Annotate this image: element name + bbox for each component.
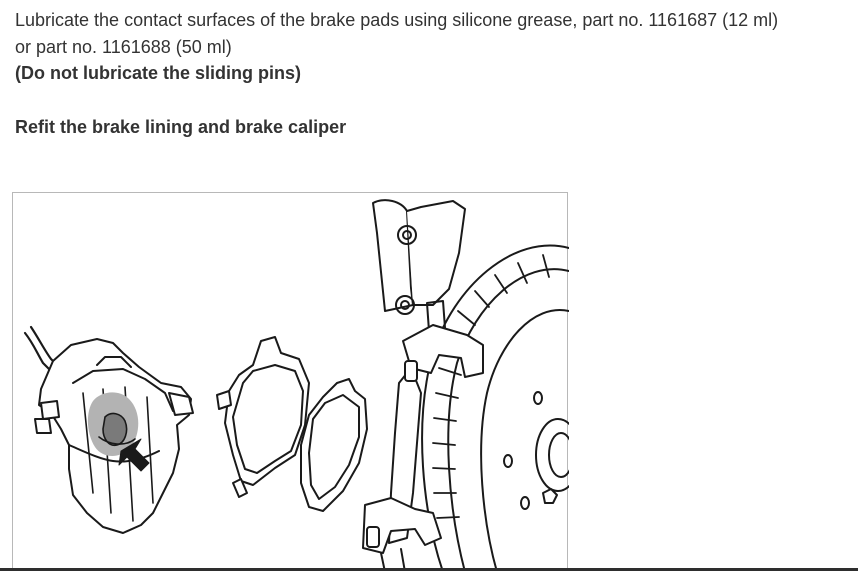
instruction-line-1: Lubricate the contact surfaces of the br… xyxy=(15,10,779,30)
step-heading: Refit the brake lining and brake caliper xyxy=(15,117,347,137)
brake-disc xyxy=(421,244,569,571)
caliper-carrier xyxy=(362,324,484,571)
brake-assembly-figure xyxy=(12,192,569,571)
contact-surface-highlight xyxy=(87,392,139,456)
outer-brake-pad xyxy=(216,336,310,498)
brake-assembly-illustration xyxy=(23,199,569,571)
bottom-rule xyxy=(0,568,858,571)
inner-brake-pad xyxy=(300,378,368,512)
brake-hose xyxy=(23,325,63,375)
arrow-up-left-icon xyxy=(118,438,150,472)
instruction-line-2: or part no. 1161688 (50 ml) xyxy=(15,37,232,57)
instruction-note: (Do not lubricate the sliding pins) xyxy=(15,63,301,83)
steering-knuckle xyxy=(372,199,466,332)
